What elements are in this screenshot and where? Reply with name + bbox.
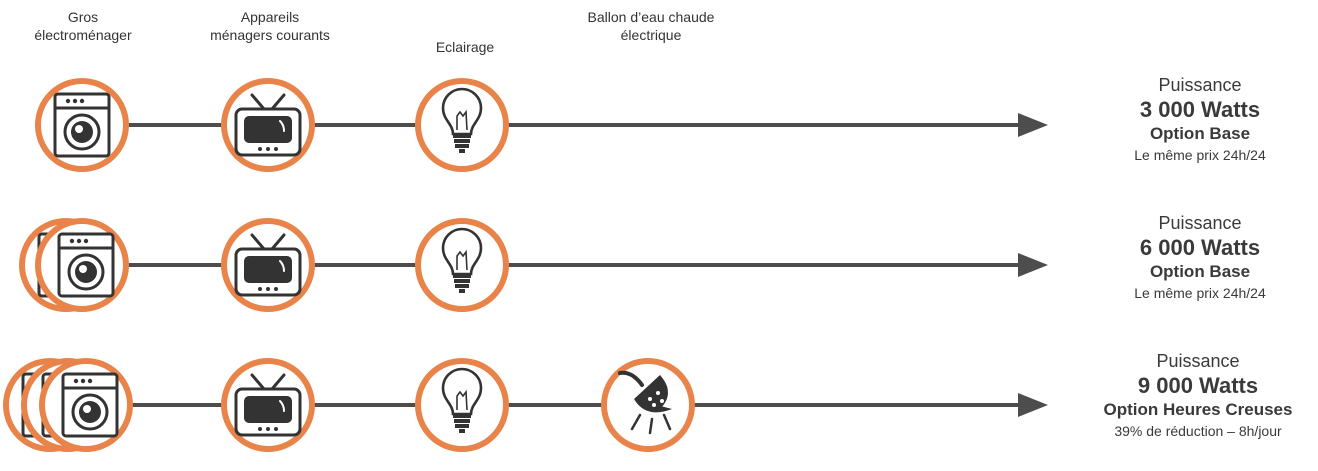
washing-machine-icon <box>57 232 115 298</box>
row-2-lighting <box>415 218 509 312</box>
row-3-household <box>221 358 315 452</box>
header-water-heater-line2: électrique <box>620 27 682 43</box>
row-1 <box>35 78 1048 172</box>
header-appliances-line2: électroménager <box>34 27 132 43</box>
header-appliances-line1: Gros <box>67 9 99 25</box>
row-2-option: Option Base <box>1149 262 1251 281</box>
washing-machine-icon <box>53 92 111 158</box>
row-1-household <box>221 78 315 172</box>
row-2-note: Le même prix 24h/24 <box>1134 285 1266 301</box>
row-1-description: Puissance 3 000 Watts Option Base Le mêm… <box>1070 74 1318 165</box>
row-2-arrow-icon <box>1018 253 1048 277</box>
washing-machine-icon <box>61 372 119 438</box>
row-2-power-label: Puissance <box>1158 213 1242 233</box>
header-lighting-line1: Eclairage <box>435 39 495 55</box>
row-3-note: 39% de réduction – 8h/jour <box>1114 423 1282 439</box>
row-1-note: Le même prix 24h/24 <box>1134 147 1266 163</box>
row-2-description: Puissance 6 000 Watts Option Base Le mêm… <box>1070 212 1318 303</box>
row-2-watts: 6 000 Watts <box>1139 235 1261 260</box>
header-household-line2: ménagers courants <box>210 27 330 43</box>
header-household: Appareils ménagers courants <box>210 8 330 44</box>
row-1-arrow-icon <box>1018 113 1048 137</box>
header-appliances: Gros électroménager <box>34 8 131 44</box>
header-water-heater-line1: Ballon d’eau chaude <box>587 9 715 25</box>
row-2 <box>19 218 1048 312</box>
row-1-option: Option Base <box>1149 124 1251 143</box>
row-1-power-label: Puissance <box>1158 75 1242 95</box>
row-1-watts: 3 000 Watts <box>1139 97 1261 122</box>
row-3-appliances <box>3 358 133 452</box>
row-1-lighting <box>415 78 509 172</box>
row-3 <box>3 358 1048 452</box>
row-2-appliances <box>19 218 129 312</box>
header-water-heater: Ballon d’eau chaude électrique <box>588 8 715 44</box>
row-2-household <box>221 218 315 312</box>
row-3-description: Puissance 9 000 Watts Option Heures Creu… <box>1068 350 1318 441</box>
row-3-arrow-icon <box>1018 393 1048 417</box>
row-3-option: Option Heures Creuses <box>1103 400 1293 419</box>
header-household-line1: Appareils <box>240 9 300 25</box>
header-lighting: Eclairage <box>436 38 494 56</box>
row-3-water-heater <box>601 358 695 452</box>
row-3-watts: 9 000 Watts <box>1137 373 1259 398</box>
row-3-power-label: Puissance <box>1156 351 1240 371</box>
row-3-lighting <box>415 358 509 452</box>
row-1-appliance <box>35 78 129 172</box>
